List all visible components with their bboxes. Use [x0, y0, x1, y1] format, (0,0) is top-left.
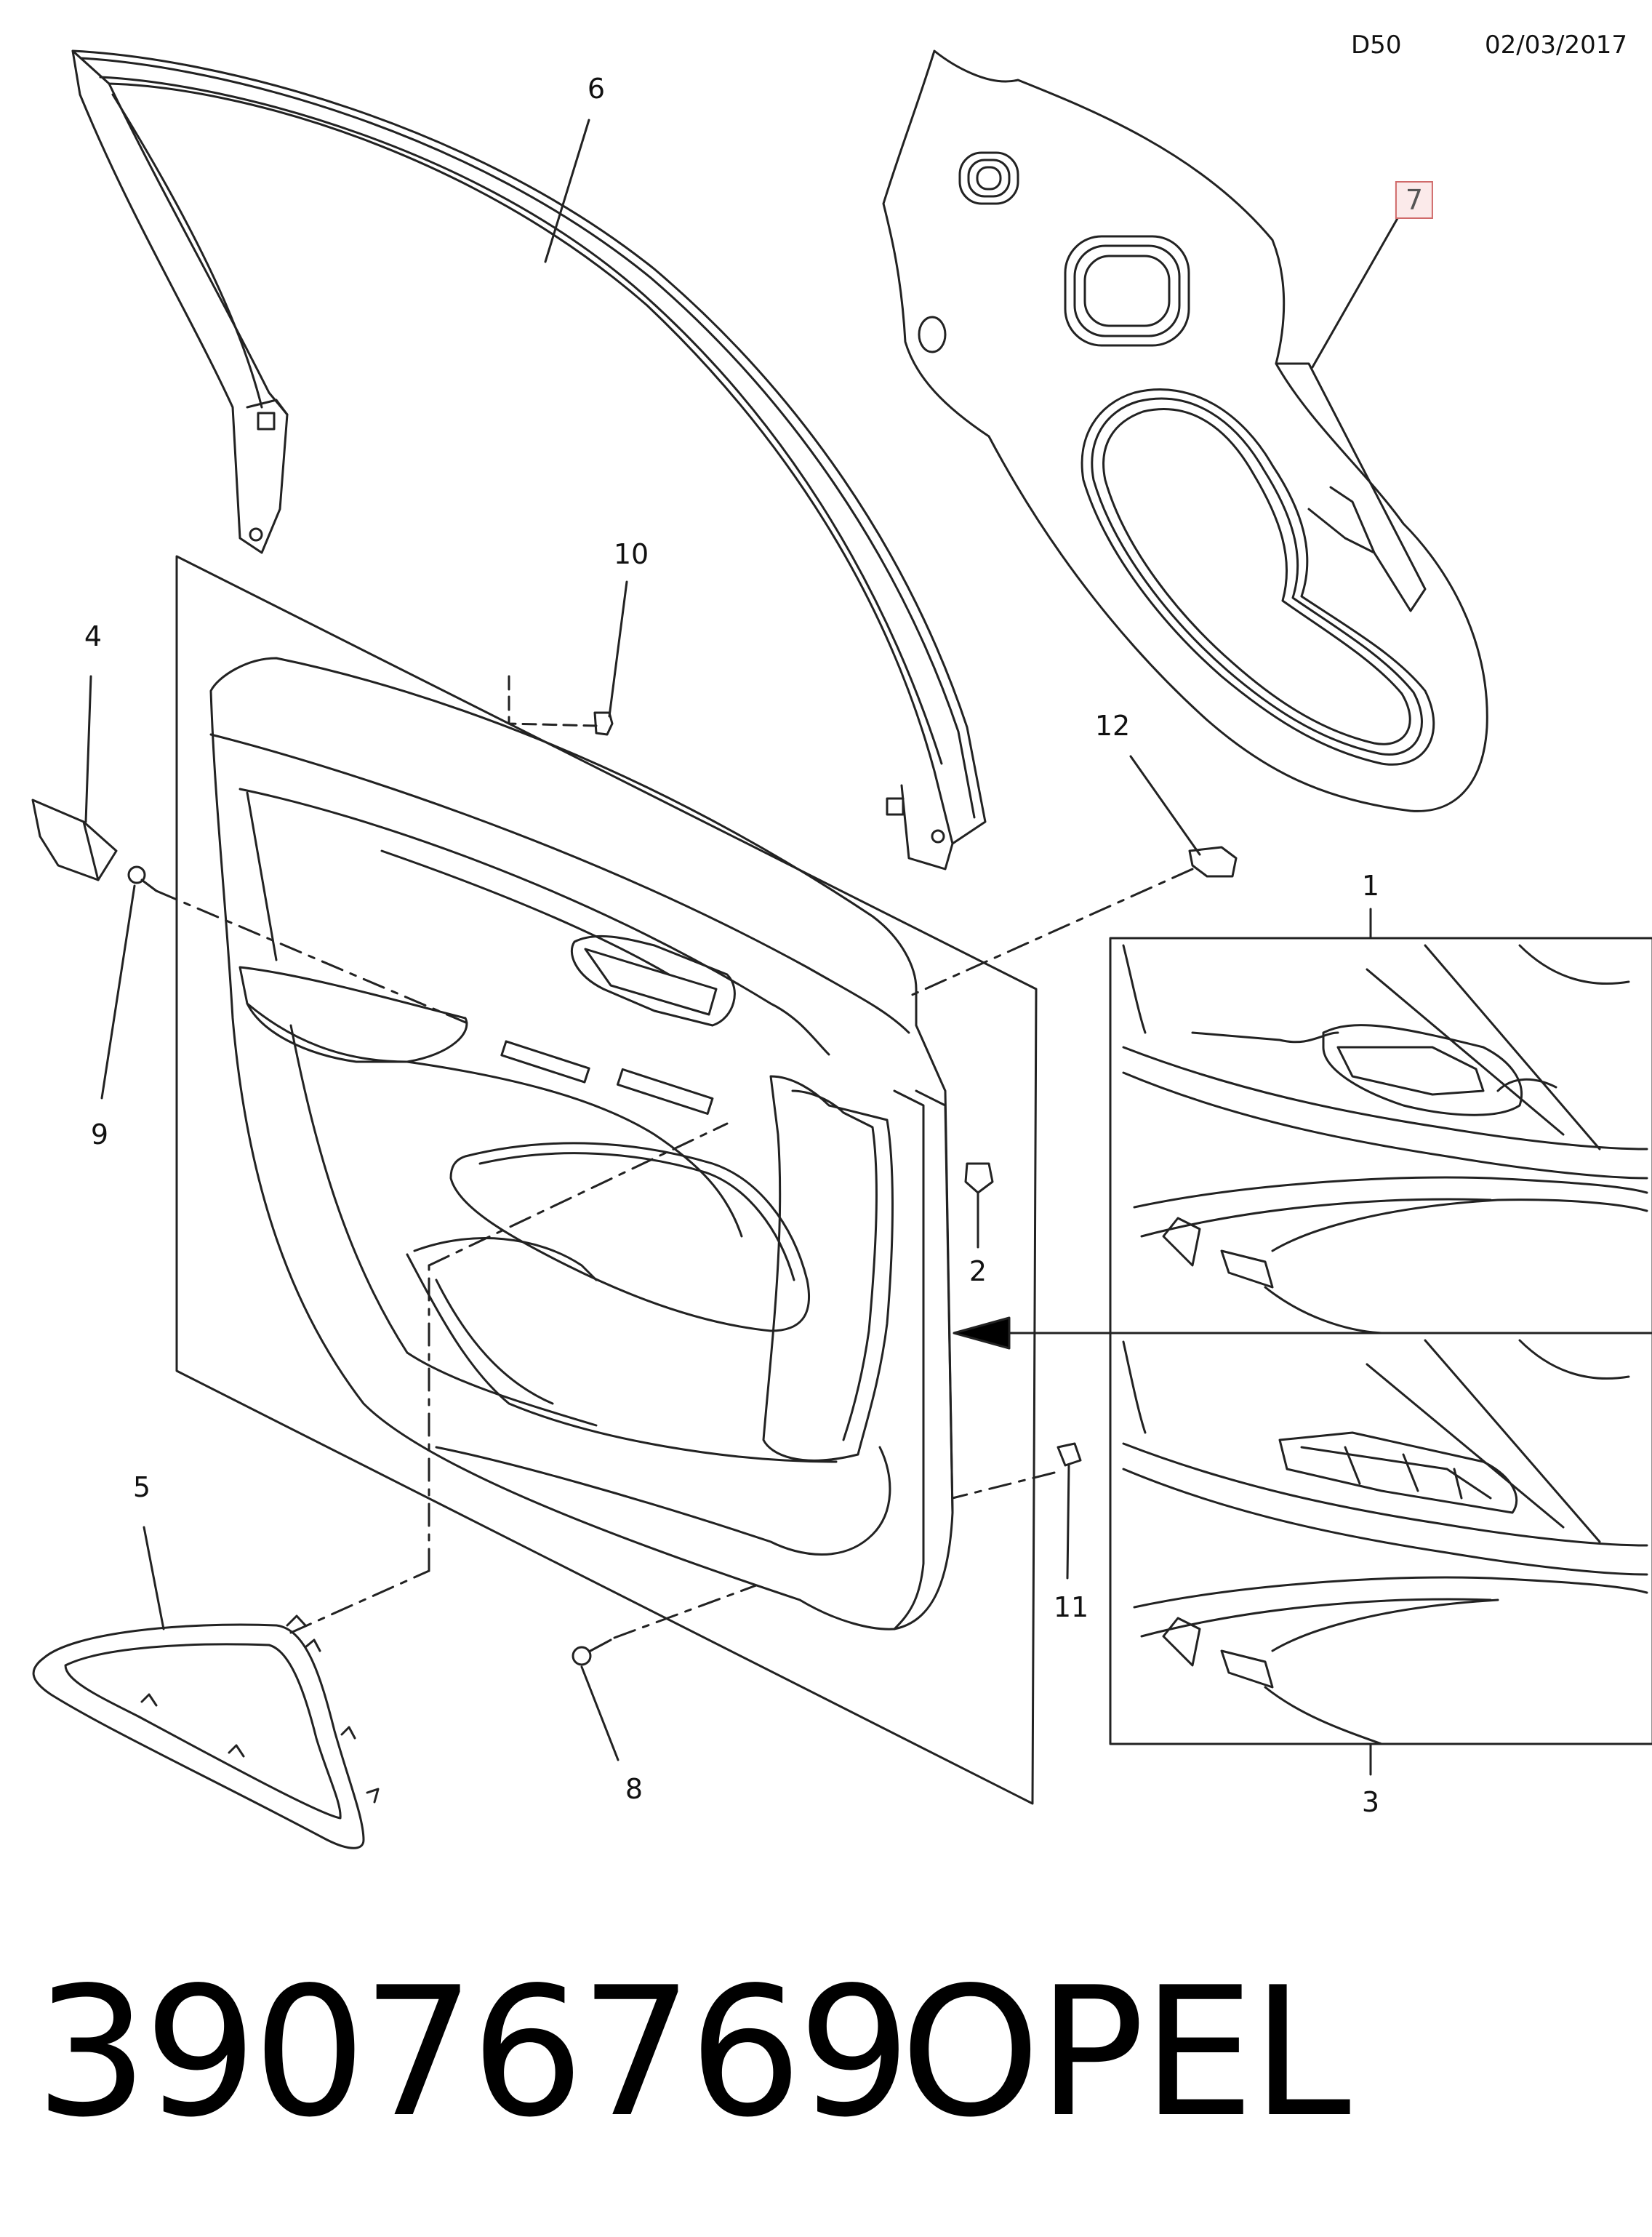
callout-leader-4 [84, 675, 92, 823]
callout-leader-9 [100, 884, 136, 1100]
callout-leader-10 [608, 580, 628, 718]
diagram-code: D50 [1351, 31, 1402, 60]
bezel-part5 [32, 1614, 380, 1849]
callout-label-5: 5 [132, 1471, 151, 1503]
water-deflector-part7 [882, 49, 1488, 812]
callout-label-3: 3 [1361, 1786, 1380, 1818]
callout-label-8: 8 [625, 1773, 643, 1805]
detail-view-box-part3 [1109, 1332, 1652, 1745]
callout-label-2: 2 [969, 1255, 987, 1287]
callout-label-10: 10 [613, 538, 649, 570]
callout-label-7: 7 [1395, 181, 1434, 219]
push-pin-part2 [964, 1162, 994, 1194]
clip-part11 [1056, 1442, 1082, 1467]
callout-label-6: 6 [587, 73, 606, 105]
callout-label-9: 9 [90, 1118, 109, 1150]
screw-part9 [127, 865, 158, 892]
brand-name: OPEL [900, 1949, 1351, 2156]
callout-leader-5 [143, 1526, 165, 1630]
callout-leader-6 [544, 119, 590, 263]
callout-leader-8 [580, 1665, 620, 1761]
callout-label-4: 4 [84, 620, 103, 652]
screw-part8 [572, 1638, 612, 1666]
callout-leader-11 [1066, 1464, 1070, 1580]
window-frame-seal-part6 [71, 49, 987, 871]
callout-leader-7 [1311, 213, 1401, 369]
detail-view-box-part1 [1109, 937, 1652, 1334]
part-number: 39076769 [35, 1949, 911, 2156]
callout-label-1: 1 [1361, 870, 1380, 902]
clip-part10 [593, 711, 614, 736]
callout-label-12: 12 [1094, 710, 1131, 742]
corner-cap-part4 [31, 799, 118, 881]
callout-leader-12 [1129, 755, 1201, 856]
diagram-date: 02/03/2017 [1485, 31, 1627, 60]
clip-part12 [1188, 846, 1238, 878]
door-trim-panel [209, 657, 954, 1630]
callout-label-11: 11 [1053, 1591, 1089, 1623]
trim-panel-outline-box [175, 555, 1038, 1805]
